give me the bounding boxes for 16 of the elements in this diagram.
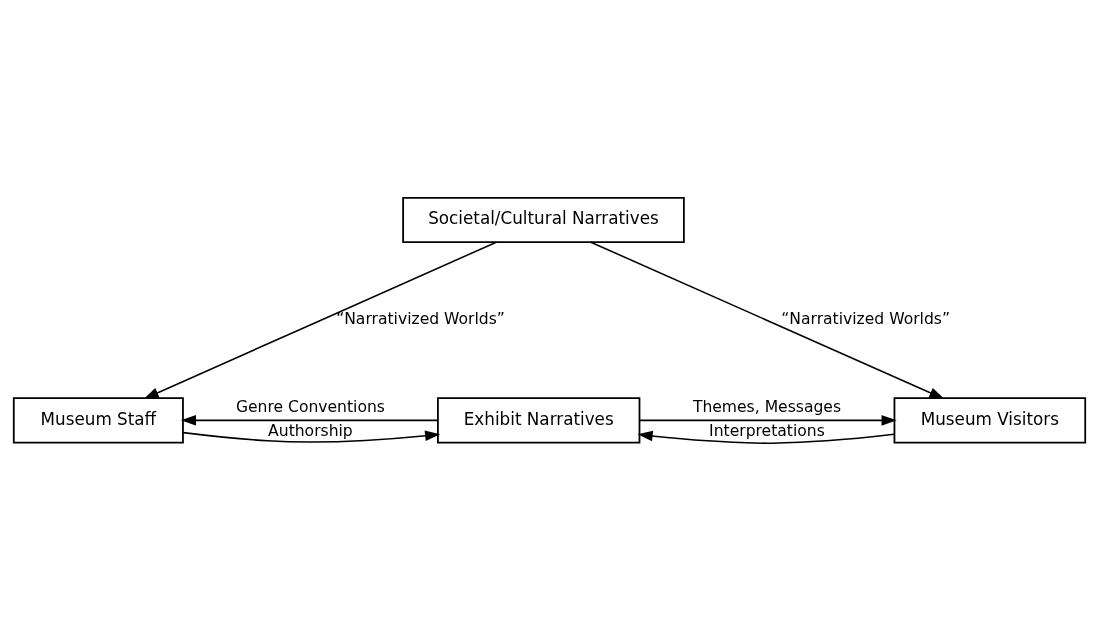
arrow — [143, 240, 498, 399]
arrow — [637, 430, 895, 444]
edge-label: “Narrativized Worlds” — [781, 309, 951, 328]
arrow — [639, 414, 897, 426]
edge-label: “Narrativized Worlds” — [336, 309, 505, 328]
edge-label: Authorship — [268, 421, 353, 440]
arrow — [180, 414, 439, 426]
edge-label: Genre Conventions — [235, 397, 385, 416]
node-box: Societal/Cultural Narratives — [402, 196, 685, 243]
node-box: Museum Visitors — [893, 396, 1087, 443]
arrow — [590, 240, 945, 399]
edge-label: Themes, Messages — [692, 397, 842, 416]
edge-label: Interpretations — [709, 421, 825, 440]
node-box: Exhibit Narratives — [437, 396, 641, 443]
arrow — [182, 430, 441, 443]
node-box: Museum Staff — [12, 396, 184, 443]
